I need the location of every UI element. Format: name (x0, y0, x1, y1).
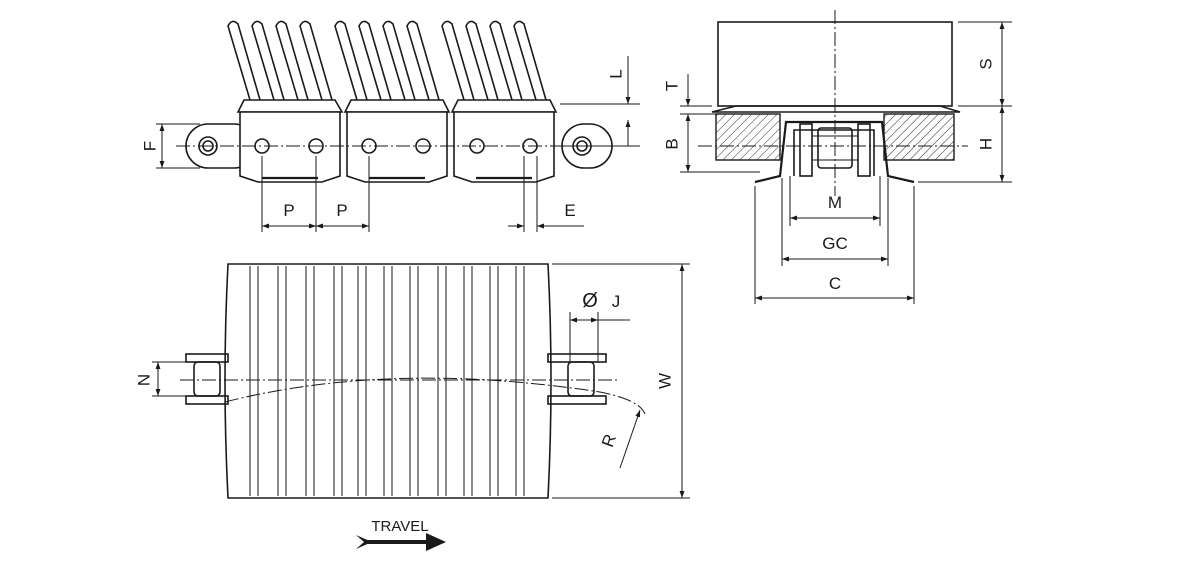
label-B: B (662, 138, 681, 149)
chain-ends (185, 353, 607, 405)
finger (382, 20, 416, 101)
label-H: H (976, 138, 995, 150)
label-GC: GC (822, 234, 848, 253)
label-T: T (662, 81, 681, 91)
dim-E: E (508, 156, 584, 232)
label-C: C (829, 274, 841, 293)
label-phi: Ø (582, 290, 598, 312)
finger (406, 20, 440, 101)
top-plates (236, 99, 558, 113)
top-view: N Ø J W R TRAVEL (134, 263, 690, 551)
dim-F: F (140, 123, 200, 169)
dim-L: L (560, 56, 640, 147)
label-P-2: P (336, 201, 347, 220)
label-N: N (134, 374, 153, 386)
finger (334, 20, 368, 101)
label-L: L (606, 69, 625, 78)
label-F: F (140, 141, 159, 151)
end-view: S H T B M GC C (662, 10, 1012, 304)
label-W: W (655, 373, 674, 389)
travel-arrow-icon (356, 533, 446, 551)
label-R: R (598, 432, 620, 450)
dim-P: P P (261, 156, 370, 232)
rib-lines (249, 266, 525, 496)
finger (227, 20, 261, 101)
label-P-1: P (283, 201, 294, 220)
chain-links (176, 111, 616, 183)
finger (465, 20, 499, 101)
label-E: E (564, 201, 575, 220)
finger (275, 20, 309, 101)
side-view: F L P P E (140, 20, 640, 232)
travel-label: TRAVEL (371, 518, 428, 535)
label-M: M (828, 193, 842, 212)
fingers (227, 20, 547, 101)
label-J: J (612, 292, 621, 311)
finger (489, 20, 523, 101)
finger (441, 20, 475, 101)
finger (358, 20, 392, 101)
finger (299, 20, 333, 101)
finger (513, 20, 547, 101)
label-S: S (976, 58, 995, 69)
finger (251, 20, 285, 101)
